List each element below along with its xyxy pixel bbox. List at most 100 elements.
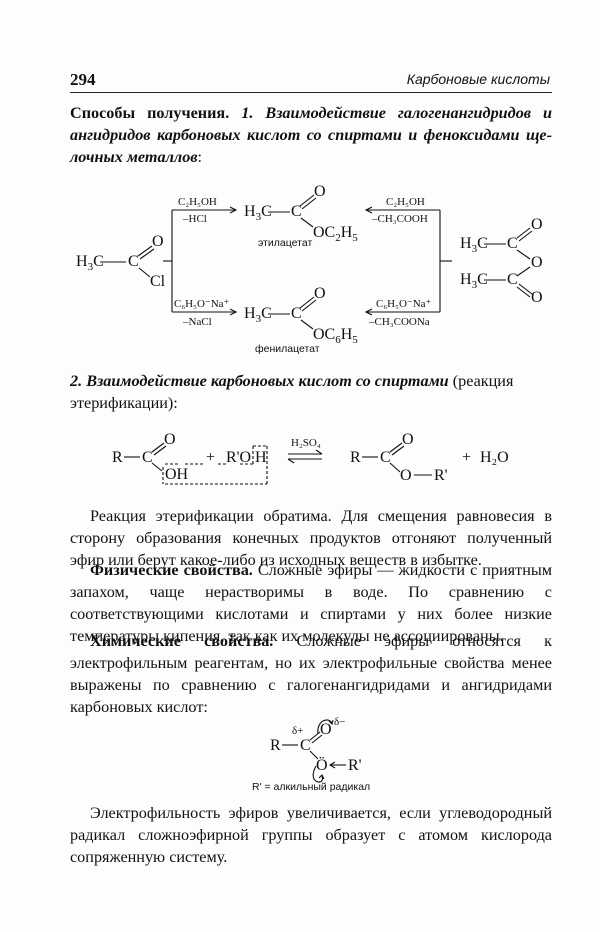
ester-bottom-c: C	[291, 305, 302, 322]
ester-bottom-o: O	[314, 285, 326, 302]
ester-c: C	[380, 449, 391, 466]
method2-rest: (реакция	[448, 372, 514, 390]
scheme-acyl-chloride-anhydride: H3C C O Cl C₂H₅OH –HCl C₆H₅O⁻Na⁺ –NaCl H…	[76, 183, 543, 355]
arrowhead	[328, 761, 336, 769]
curved-arrow-lone-pair	[312, 765, 324, 783]
acyl-chloride-h3c: H3C	[76, 253, 104, 273]
bond	[389, 462, 401, 473]
scheme3-o-bottom: Ö	[316, 756, 328, 774]
chemical-properties-lead: Химические свойства.	[90, 632, 274, 650]
bond	[151, 462, 163, 472]
paragraph-chemical-properties: Химические свойства. Сложные эфиры относ…	[70, 630, 552, 718]
anhydride-top-o: O	[531, 216, 543, 233]
bond	[301, 197, 317, 210]
bond	[516, 266, 531, 277]
running-title: Карбоновые кислоты	[406, 71, 550, 87]
section1-heading: Способы получения. 1. Взаимодействие гал…	[70, 102, 552, 168]
methods-lead: Способы получения.	[70, 104, 230, 122]
anhydride-top-h3c: H3C	[460, 235, 488, 255]
header-rule	[70, 92, 552, 93]
scheme3-r: R	[270, 737, 281, 754]
method1-title-part2: и ангидридов карбоновых кислот со спирта…	[70, 104, 553, 144]
acyl-chloride-cl: Cl	[150, 273, 166, 290]
bond	[299, 296, 315, 309]
bond	[516, 249, 531, 260]
arrowhead	[315, 449, 323, 455]
page-number: 294	[70, 70, 96, 89]
bond	[300, 319, 314, 330]
ester-rprime: R'	[434, 467, 448, 484]
bond	[151, 442, 165, 453]
acid-oh: OH	[165, 466, 189, 483]
arrowhead	[287, 458, 295, 464]
reagent-top-right: C₂H₅OH	[386, 196, 425, 208]
arrowhead	[364, 308, 373, 316]
ester-bottom-h3c: H3C	[244, 305, 272, 325]
ester-o-double: O	[402, 431, 414, 448]
reagent-bottom-left: C₆H₅O⁻Na⁺	[174, 298, 230, 310]
bond	[309, 731, 321, 741]
physical-properties-lead: Физические свойства.	[90, 561, 253, 579]
physical-properties-text: Сложные эфиры — жидкости с приятным запа…	[70, 561, 552, 645]
method1-title-part3: лочных металлов	[70, 148, 198, 166]
paragraph-physical-properties: Физические свойства. Сложные эфиры — жид…	[70, 559, 552, 647]
bond	[518, 283, 533, 295]
reagent-bottom-right: C₆H₅O⁻Na⁺	[376, 298, 432, 310]
bond	[139, 248, 155, 260]
paragraph-reversibility: Реакция этерификации обратима. Для смеще…	[70, 507, 552, 569]
anhydride-top-c: C	[507, 235, 518, 252]
catalyst: H₂SO₄	[291, 437, 321, 449]
arrowhead	[229, 206, 238, 214]
method2-line2: этерификации):	[70, 394, 178, 412]
bond	[389, 442, 403, 453]
byproduct-bottom-right: –CH₃COONa	[368, 316, 430, 328]
chemical-properties-text: Сложные эфиры относятся к электрофильным…	[70, 632, 552, 716]
bond	[518, 230, 533, 242]
scheme3-c: C	[300, 737, 311, 754]
curved-arrow-pi	[317, 719, 333, 735]
method2-title: 2. Взаимодействие карбоновых кислот со с…	[70, 372, 449, 390]
acid-r: R	[112, 449, 123, 466]
delta-minus: δ−	[334, 716, 345, 728]
ester-top-h3c: H3C	[244, 203, 272, 223]
acid-o: O	[164, 431, 176, 448]
byproduct-top-left: –HCl	[182, 213, 207, 225]
scheme3-o-top: O	[320, 721, 332, 738]
ester-o-single: O	[400, 467, 412, 484]
arrowhead	[318, 774, 325, 780]
page-header: 294 Карбоновые кислоты	[70, 70, 550, 90]
ester-top-o: O	[314, 183, 326, 200]
bond	[300, 217, 314, 228]
bond	[311, 734, 323, 744]
bond	[516, 227, 531, 239]
bond	[299, 194, 315, 207]
bond	[309, 750, 319, 760]
plus-sign: +	[206, 449, 215, 466]
alcohol-h: H	[255, 449, 267, 466]
ester-bottom-oc6h5: OC6H5	[313, 326, 358, 346]
scheme-esterification: R C O OH + R'O H H₂SO₄ R C O O R' + H₂O	[112, 431, 509, 485]
bond	[391, 445, 405, 456]
section2-heading: 2. Взаимодействие карбоновых кислот со с…	[70, 370, 552, 414]
ethyl-acetate-label: этилацетат	[258, 237, 312, 249]
bond	[138, 267, 151, 278]
ester-top-c: C	[291, 203, 302, 220]
scheme-ester-electrophilicity: R δ+ C O δ− Ö R' R' = алкильный радикал	[252, 716, 370, 793]
scheme3-rprime: R'	[348, 757, 362, 774]
anhydride-bottom-o: O	[531, 289, 543, 306]
method1-colon: :	[197, 148, 203, 166]
anhydride-bottom-c: C	[507, 271, 518, 288]
water: H₂O	[480, 449, 509, 466]
method1-title-part1: 1. Взаимодействие галогенангидридов	[241, 104, 532, 122]
ester-r: R	[350, 449, 361, 466]
ester-top-oc2h5: OC2H5	[313, 224, 358, 244]
bond	[301, 299, 317, 312]
acid-c: C	[142, 449, 153, 466]
scheme3-caption: R' = алкильный радикал	[252, 781, 370, 793]
bond	[153, 445, 167, 456]
arrowhead	[364, 206, 373, 214]
byproduct-bottom-left: –NaCl	[182, 316, 212, 328]
bond	[516, 286, 531, 298]
delta-plus: δ+	[292, 725, 303, 737]
